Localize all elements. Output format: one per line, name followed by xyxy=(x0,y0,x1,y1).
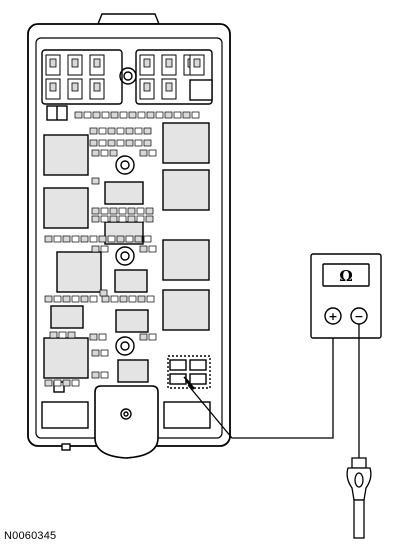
terminal-strip xyxy=(101,295,155,303)
terminal-strip xyxy=(44,295,98,303)
mini-fuse xyxy=(161,78,177,100)
mini-fuse xyxy=(67,78,83,100)
negative-jack-label: − xyxy=(354,310,363,323)
terminal-strip xyxy=(91,207,154,215)
test-probe-icon xyxy=(346,324,372,539)
terminal-strips xyxy=(44,111,200,387)
mini-fuse xyxy=(139,78,155,100)
terminal-strip xyxy=(91,215,154,223)
terminal-strip xyxy=(44,235,152,243)
mini-fuse xyxy=(89,78,105,100)
positive-jack-label: + xyxy=(328,310,337,323)
terminal-strip xyxy=(89,139,152,147)
terminal-strip xyxy=(139,333,157,341)
test-lead-icon xyxy=(183,318,334,439)
terminal-strip xyxy=(89,333,107,341)
terminal-strip xyxy=(91,149,118,157)
terminal-strip xyxy=(91,177,100,185)
terminal-strip xyxy=(139,245,157,253)
mini-fuse xyxy=(45,78,61,100)
terminal-strip xyxy=(49,331,76,339)
ohm-symbol: Ω xyxy=(339,267,352,285)
mini-fuse xyxy=(161,54,177,76)
terminal-strip xyxy=(91,349,109,357)
mini-fuse xyxy=(89,54,105,76)
terminal-strip xyxy=(139,149,157,157)
terminal-strip xyxy=(74,111,200,119)
terminal-strip xyxy=(91,245,109,253)
multimeter-icon xyxy=(310,253,382,339)
terminal-strip xyxy=(91,371,109,379)
mini-fuses xyxy=(45,54,205,100)
mini-fuse xyxy=(67,54,83,76)
terminal-strip xyxy=(89,127,152,135)
mini-fuse xyxy=(189,54,205,76)
mini-fuse xyxy=(45,54,61,76)
terminal-strip xyxy=(99,289,108,297)
figure-id: N0060345 xyxy=(4,530,57,542)
mini-fuse xyxy=(139,54,155,76)
terminal-strip xyxy=(44,379,80,387)
